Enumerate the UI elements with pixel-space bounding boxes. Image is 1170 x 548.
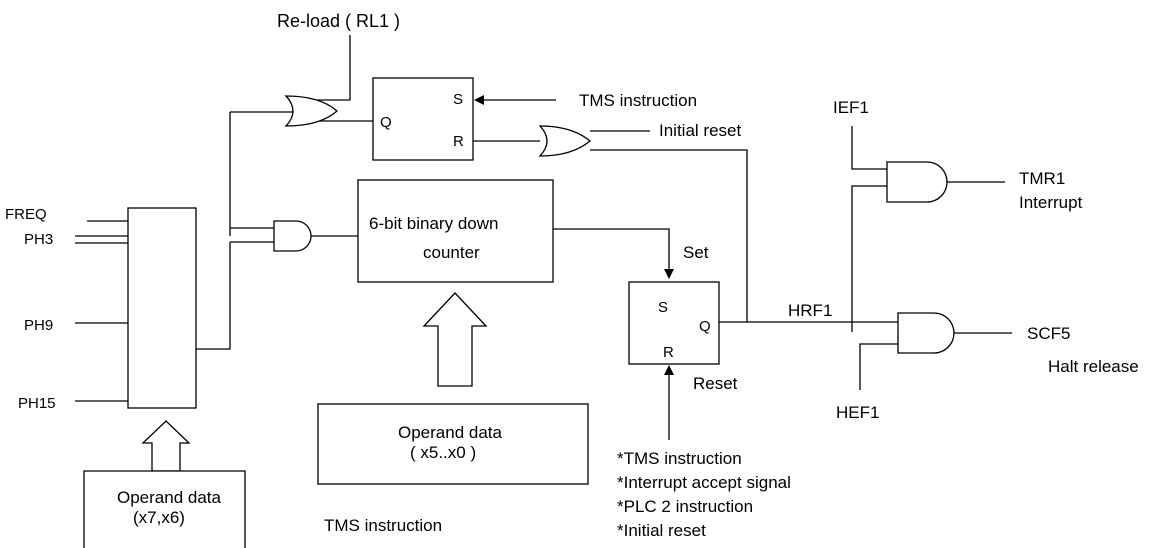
hrf1-to-tmr-wire [851,185,887,332]
and-gate-tmr1 [886,161,948,203]
mux-output-wire [196,242,231,350]
input-ph9: PH9 [24,317,53,334]
operand-mid-line1: Operand data [398,423,503,442]
input-select-block [127,207,197,409]
set-label: Set [683,243,709,262]
tms-instruction-bottom: TMS instruction [324,516,442,535]
reset-label: Reset [693,374,738,393]
tmr1-line2: Interrupt [1019,193,1083,212]
counter-set-wire [553,228,674,279]
or-gate-initial-reset [538,125,592,157]
counter-line1: 6-bit binary down [369,214,498,233]
sr-top-q: Q [380,114,392,131]
sr-mid-q: Q [699,318,711,335]
and-gate-clock [273,220,312,252]
ief1-label: IEF1 [833,98,869,117]
operand-mid-line2: ( x5..x0 ) [410,443,476,462]
input-freq: FREQ [5,206,47,223]
reload-wire [316,35,351,101]
sr-mid-s: S [658,299,668,316]
sr-mid-r: R [663,344,674,361]
operand-left-line2: (x7,x6) [133,508,185,527]
reset-source-1: *Interrupt accept signal [617,473,791,492]
reset-source-2: *PLC 2 instruction [617,497,753,516]
hrf1-feedback-wire [590,149,748,322]
counter-line2: counter [423,243,480,262]
and-gate-scf5 [897,312,955,354]
tmr1-line1: TMR1 [1019,169,1065,188]
reload-label: Re-load ( RL1 ) [277,11,400,31]
down-counter [357,179,554,283]
or-gate-reload [284,95,338,127]
ief1-wire [851,126,887,170]
reset-source-0: *TMS instruction [617,449,742,468]
sr-flipflop-mid [628,281,720,365]
scf5-line2: Halt release [1048,357,1139,376]
sr-flipflop-top [372,77,474,161]
hrf1-label: HRF1 [788,301,832,320]
sr-top-s: S [453,91,463,108]
operand-box-left [83,470,246,548]
sr-top-r: R [453,133,464,150]
hef1-wire [859,343,898,390]
operand-arrow-counter [422,292,488,387]
operand-box-mid [317,403,589,485]
hef1-label: HEF1 [836,403,879,422]
reset-source-3: *Initial reset [617,521,706,540]
initial-reset-top: Initial reset [659,121,741,140]
operand-arrow-left [141,420,191,472]
scf5-line1: SCF5 [1027,324,1070,343]
input-ph15: PH15 [18,395,56,412]
input-ph3: PH3 [24,231,53,248]
tms-instruction-top: TMS instruction [579,91,697,110]
operand-left-line1: Operand data [117,488,222,507]
